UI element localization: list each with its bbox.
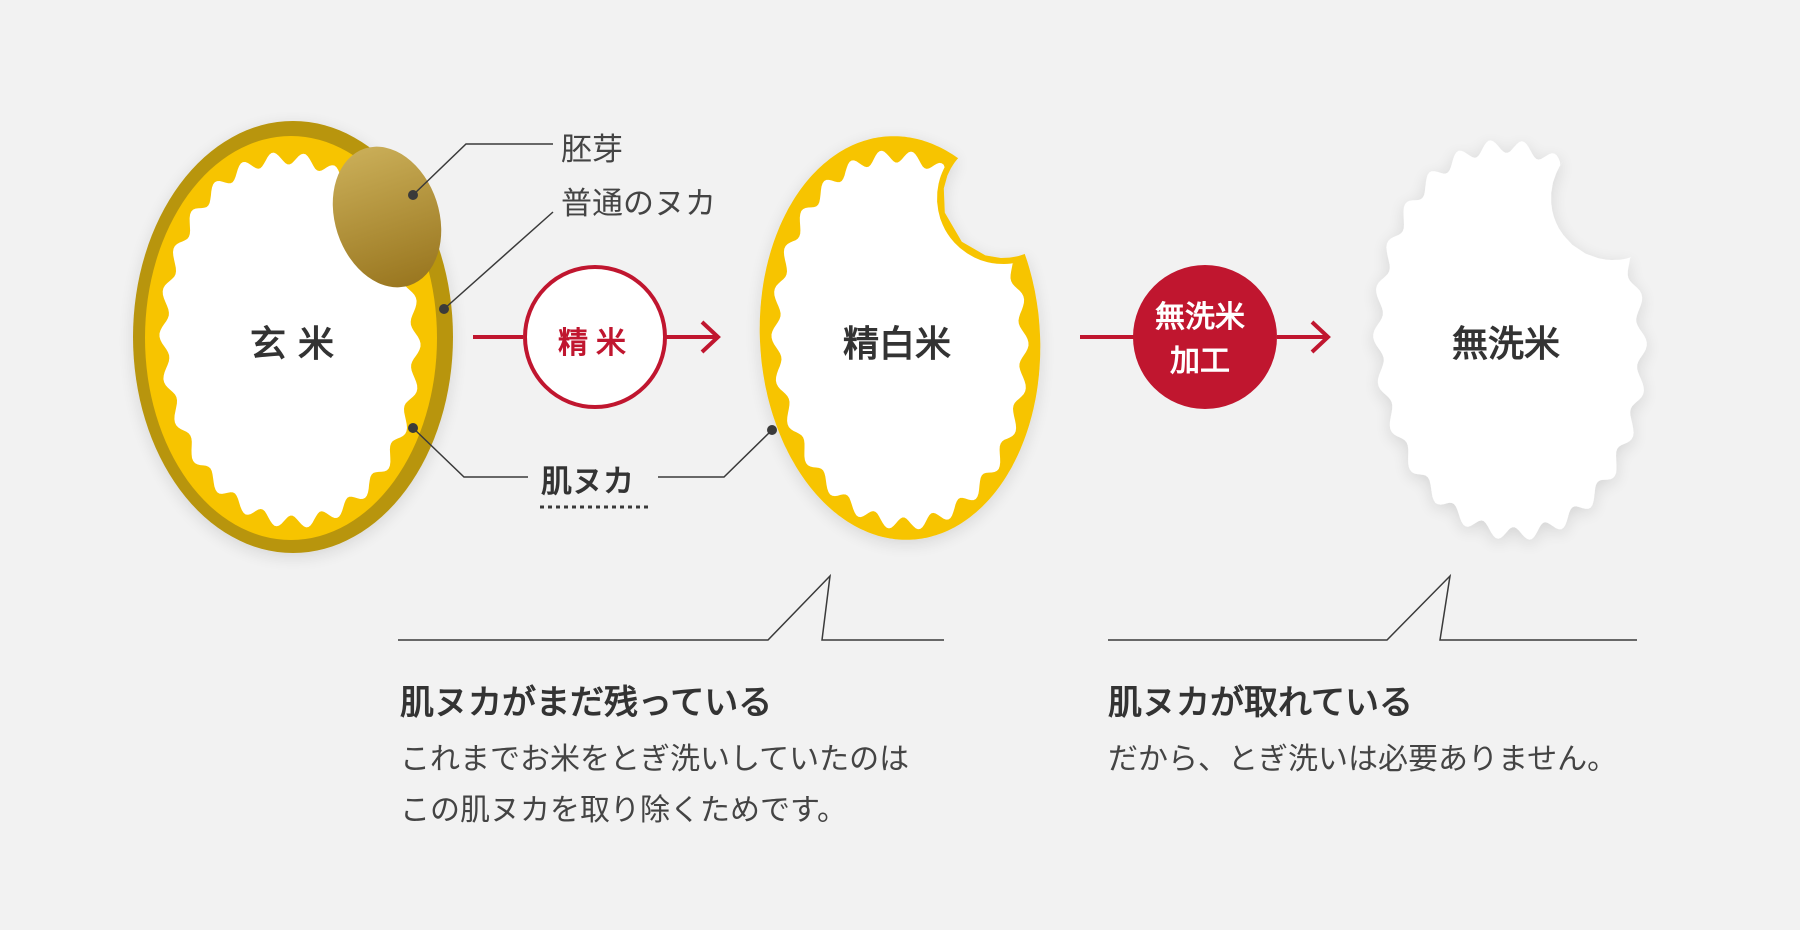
polished-rice-grain (759, 136, 1041, 540)
polishing-step (473, 265, 721, 409)
right-caption-heading: 肌ヌカが取れている (1108, 683, 1413, 723)
hada-nuka-callout-left (412, 427, 528, 478)
normal-bran-label: 普通のヌカ (561, 186, 716, 222)
left-caption-line-2: この肌ヌカを取り除くためです。 (400, 793, 847, 828)
right-caption-line-1: だから、とぎ洗いは必要ありません。 (1108, 742, 1618, 777)
musenmai-grain (1373, 140, 1647, 540)
hada-nuka-callout-right (658, 429, 773, 478)
musen-process-step (1080, 265, 1331, 409)
polished-rice-label: 精白米 (843, 324, 952, 365)
arrow-head-2 (1310, 320, 1331, 354)
musenmai-label: 無洗米 (1452, 324, 1561, 365)
left-caption-heading: 肌ヌカがまだ残っている (400, 683, 773, 723)
left-caption-line-1: これまでお米をとぎ洗いしていたのは (400, 742, 910, 777)
brown-rice-label: 玄米 (250, 324, 347, 365)
left-caption-pointer (398, 573, 944, 641)
right-caption-pointer (1108, 573, 1637, 641)
musen-process-label-2: 加工 (1170, 344, 1230, 379)
musen-process-circle (1133, 265, 1277, 409)
germ-callout-line (412, 143, 553, 196)
brown-rice-grain (133, 121, 453, 553)
germ-label: 胚芽 (561, 132, 623, 168)
germ-callout-dot (408, 190, 418, 200)
polished-rice-endosperm (771, 150, 1029, 530)
arrow-head-1 (700, 320, 721, 354)
musenmai-endosperm (1373, 140, 1647, 540)
hada-nuka-label: 肌ヌカ (541, 464, 634, 500)
hada-nuka-dot-right (767, 425, 777, 435)
normal-bran-callout-dot (439, 304, 449, 314)
normal-bran-callout-line (443, 211, 554, 310)
germ-shape (332, 146, 442, 288)
musen-process-label-1: 無洗米 (1155, 300, 1245, 335)
polishing-label: 精米 (558, 326, 634, 361)
hada-nuka-dot-left (408, 423, 418, 433)
